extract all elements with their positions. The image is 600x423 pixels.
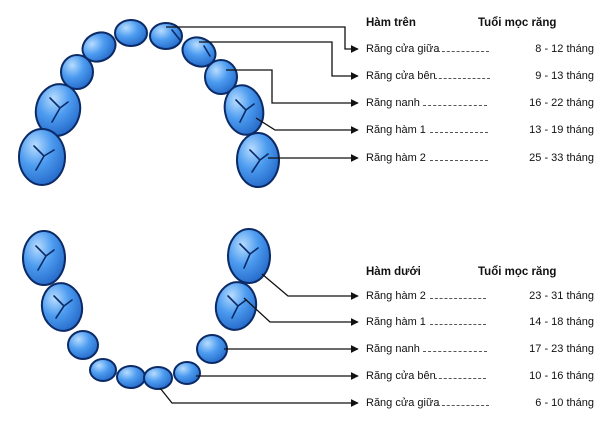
upper-line-molar1 bbox=[255, 117, 359, 134]
lower-row-name: Răng hàm 2 bbox=[366, 290, 426, 302]
upper-row-months: 9 - 13 tháng bbox=[535, 70, 594, 82]
upper-tooth-molar2-left bbox=[18, 128, 66, 186]
lower-line-molar1 bbox=[243, 297, 359, 326]
lower-jaw-title: Hàm dưới bbox=[366, 266, 421, 278]
lower-row-dash bbox=[434, 378, 486, 379]
lower-row-name: Răng cửa bên bbox=[366, 370, 436, 382]
lower-line-central bbox=[159, 387, 359, 407]
upper-row-dash bbox=[423, 105, 487, 106]
upper-row-dash bbox=[430, 160, 488, 161]
lower-tooth-central-left bbox=[116, 365, 146, 389]
upper-line-central bbox=[166, 26, 359, 53]
lower-row-months: 23 - 31 tháng bbox=[529, 290, 594, 302]
lower-jaw bbox=[22, 228, 271, 390]
upper-jaw-title: Hàm trên bbox=[366, 17, 416, 29]
upper-row-name: Răng nanh bbox=[366, 97, 420, 109]
upper-row-months: 13 - 19 tháng bbox=[529, 124, 594, 136]
upper-jaw bbox=[18, 19, 280, 188]
lower-row-dash bbox=[423, 351, 487, 352]
upper-row-name: Răng cửa giữa bbox=[366, 43, 440, 55]
lower-row-dash bbox=[430, 324, 486, 325]
lower-row-months: 14 - 18 tháng bbox=[529, 316, 594, 328]
lower-row-dash bbox=[430, 298, 486, 299]
upper-tooth-canine-right bbox=[204, 59, 238, 95]
upper-row-dash bbox=[437, 51, 489, 52]
upper-row-months: 8 - 12 tháng bbox=[535, 43, 594, 55]
lower-tooth-canine-right bbox=[196, 334, 228, 364]
upper-tooth-central-right bbox=[149, 22, 183, 50]
upper-tooth-lateral-right bbox=[181, 36, 217, 68]
lower-row-dash bbox=[437, 405, 489, 406]
lower-row-months: 6 - 10 tháng bbox=[535, 397, 594, 409]
lower-row-name: Răng cửa giữa bbox=[366, 397, 440, 409]
lower-row-months: 17 - 23 tháng bbox=[529, 343, 594, 355]
lower-tooth-central-right bbox=[143, 366, 173, 390]
upper-age-header: Tuổi mọc răng bbox=[478, 17, 557, 29]
lower-tooth-molar1-left bbox=[40, 282, 84, 332]
upper-tooth-central-left bbox=[114, 19, 148, 47]
upper-tooth-molar2-right bbox=[236, 132, 280, 188]
upper-tooth-lateral-left bbox=[81, 31, 117, 63]
upper-row-name: Răng cửa bên bbox=[366, 70, 436, 82]
lower-leader-lines bbox=[159, 273, 359, 407]
upper-row-months: 25 - 33 tháng bbox=[529, 152, 594, 164]
lower-row-name: Răng nanh bbox=[366, 343, 420, 355]
lower-row-months: 10 - 16 tháng bbox=[529, 370, 594, 382]
lower-row-name: Răng hàm 1 bbox=[366, 316, 426, 328]
upper-line-lateral bbox=[199, 41, 359, 80]
upper-row-dash bbox=[434, 78, 490, 79]
upper-row-dash bbox=[430, 132, 488, 133]
lower-age-header: Tuổi mọc răng bbox=[478, 266, 557, 278]
lower-tooth-lateral-right bbox=[173, 361, 201, 385]
upper-row-months: 16 - 22 tháng bbox=[529, 97, 594, 109]
lower-tooth-canine-left bbox=[67, 330, 99, 360]
upper-tooth-canine-left bbox=[60, 54, 94, 90]
upper-row-name: Răng hàm 1 bbox=[366, 124, 426, 136]
upper-row-name: Răng hàm 2 bbox=[366, 152, 426, 164]
lower-line-molar2 bbox=[261, 273, 359, 300]
upper-line-canine bbox=[226, 69, 359, 107]
upper-leader-lines bbox=[166, 26, 359, 162]
lower-tooth-lateral-left bbox=[89, 358, 117, 382]
